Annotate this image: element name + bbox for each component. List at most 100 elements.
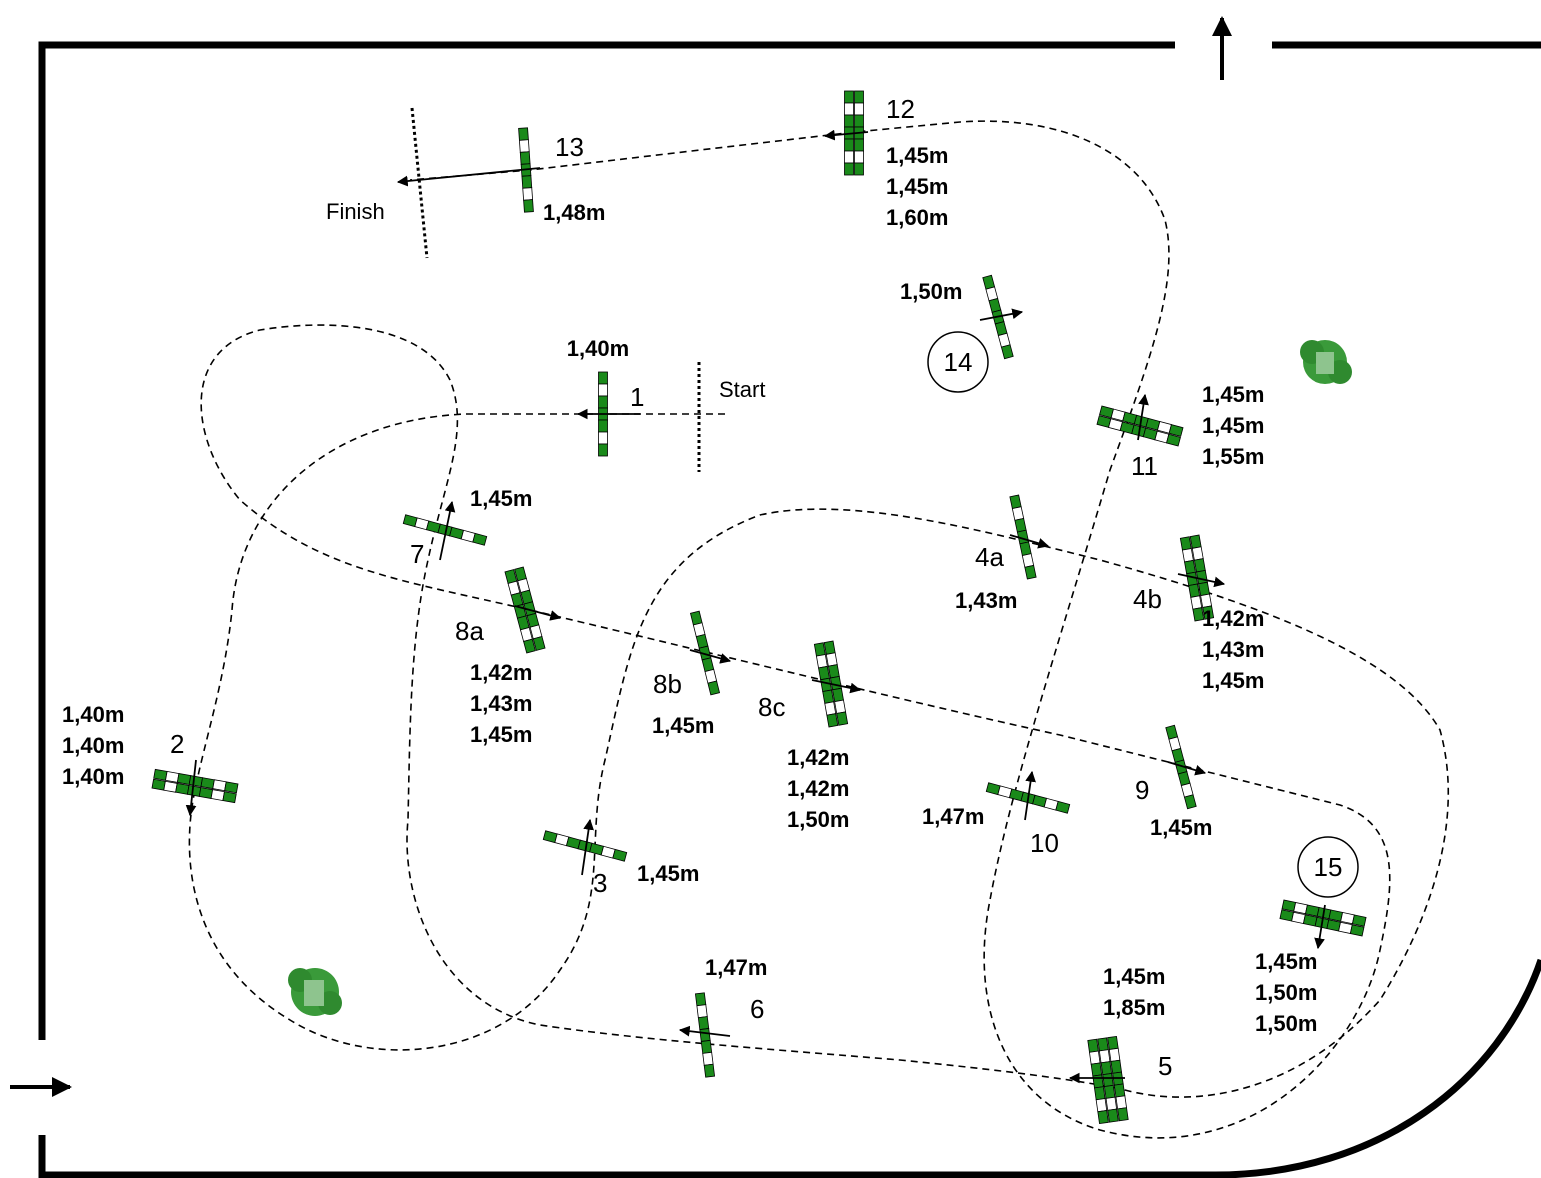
- obstacle-rails: [402, 514, 488, 546]
- obstacle-13: 13 1,48m: [396, 127, 605, 225]
- obstacle-rails: [1165, 724, 1197, 810]
- rail-pole: [1189, 534, 1215, 620]
- obstacle-number: 1: [630, 382, 644, 412]
- jump-direction-arrow: [1177, 573, 1226, 588]
- obstacle-rails: [1087, 1035, 1129, 1125]
- rail-pole: [151, 778, 237, 804]
- jump-direction-arrow: [1167, 761, 1207, 776]
- course-path: [188, 120, 1450, 1139]
- obstacle-height: 1,47m: [705, 955, 767, 980]
- obstacle-height: 1,60m: [886, 205, 948, 230]
- obstacle-height: 1,45m: [470, 486, 532, 511]
- rail-pole: [813, 642, 839, 728]
- rail-pole: [1087, 1038, 1109, 1125]
- rail-pole: [1097, 1037, 1119, 1123]
- obstacle-height: 1,42m: [787, 745, 849, 770]
- obstacle-rails: [1179, 534, 1215, 622]
- obstacle-rails: [982, 274, 1014, 360]
- obstacle-height: 1,43m: [470, 691, 532, 716]
- jump-direction-arrow: [1009, 534, 1050, 549]
- rail-pole: [982, 274, 1014, 360]
- obstacle-rails: [813, 640, 849, 728]
- obstacle-number: 8a: [455, 616, 484, 646]
- obstacle-height: 1,50m: [900, 279, 962, 304]
- bush-decoration: [288, 968, 342, 1016]
- rail-pole: [1179, 536, 1205, 622]
- rail-pole: [504, 569, 536, 654]
- obstacle-height: 1,40m: [62, 733, 124, 758]
- jump-direction-arrow: [185, 759, 197, 817]
- rail-pole: [1279, 909, 1365, 937]
- obstacle-height: 1,50m: [1255, 980, 1317, 1005]
- obstacle-height: 1,48m: [543, 200, 605, 225]
- obstacle-height: 1,45m: [1150, 815, 1212, 840]
- obstacle-height: 1,45m: [470, 722, 532, 747]
- finish-line: [410, 107, 429, 259]
- jump-direction-arrow: [581, 818, 594, 876]
- jump-direction-arrow: [396, 167, 541, 187]
- jump-direction-arrow: [1024, 770, 1036, 821]
- rail-pole: [823, 640, 849, 726]
- obstacle-rails: [1009, 494, 1037, 580]
- jump-direction-arrow: [1137, 393, 1149, 441]
- rail-pole: [514, 566, 546, 651]
- obstacle-rails: [1279, 899, 1367, 937]
- obstacle-number: 10: [1030, 828, 1059, 858]
- jump-direction-arrow: [514, 605, 562, 621]
- obstacle-number: 2: [170, 729, 184, 759]
- rail-pole: [1107, 1035, 1129, 1122]
- obstacle-height: 1,42m: [787, 776, 849, 801]
- start-label: Start: [719, 377, 765, 402]
- obstacle-8b: 8b1,45m: [652, 610, 732, 738]
- obstacle-number: 4a: [975, 542, 1004, 572]
- obstacle-number: 8b: [653, 669, 682, 699]
- obstacle-4a: 4a 1,43m: [955, 494, 1050, 613]
- rail-pole: [518, 127, 534, 213]
- obstacle-height: 1,45m: [1202, 382, 1264, 407]
- obstacle-height: 1,45m: [1103, 964, 1165, 989]
- jump-direction-arrow: [439, 500, 456, 561]
- obstacle-1: 11,40m: [567, 336, 644, 457]
- rail-pole: [1099, 405, 1184, 437]
- obstacle-rails: [985, 782, 1071, 814]
- obstacle-number: 13: [555, 132, 584, 162]
- bush-decoration: [1300, 340, 1352, 384]
- rail-pole: [1009, 494, 1037, 580]
- obstacle-number: 4b: [1133, 584, 1162, 614]
- arena-outline: [38, 41, 1541, 1178]
- obstacle-number: 8c: [758, 692, 785, 722]
- obstacle-number: 7: [410, 539, 424, 569]
- obstacle-height: 1,55m: [1202, 444, 1264, 469]
- obstacle-9: 91,45m: [1135, 724, 1212, 840]
- rail-pole: [1165, 724, 1197, 810]
- obstacle-height: 1,45m: [637, 861, 699, 886]
- obstacle-number: 5: [1158, 1051, 1172, 1081]
- number-circle: [1297, 836, 1359, 898]
- obstacle-7: 7 1,45m: [402, 486, 532, 569]
- obstacle-height: 1,42m: [1202, 606, 1264, 631]
- obstacle-height: 1,43m: [955, 588, 1017, 613]
- obstacle-number: 6: [750, 994, 764, 1024]
- obstacle-rails: [689, 610, 721, 696]
- number-circle: [927, 331, 989, 393]
- obstacle-6: 6 1,47m: [678, 955, 767, 1078]
- rail-pole: [1096, 415, 1181, 447]
- obstacle-number: 14: [944, 347, 973, 377]
- rail-pole: [985, 782, 1071, 814]
- obstacle-rails: [1096, 405, 1184, 447]
- obstacle-rails: [518, 127, 534, 213]
- obstacle-height: 1,45m: [1255, 949, 1317, 974]
- rail-pole: [694, 992, 716, 1078]
- obstacle-height: 1,50m: [787, 807, 849, 832]
- obstacle-number: 12: [886, 94, 915, 124]
- jump-direction-arrow: [678, 1025, 731, 1037]
- obstacle-height: 1,43m: [1202, 637, 1264, 662]
